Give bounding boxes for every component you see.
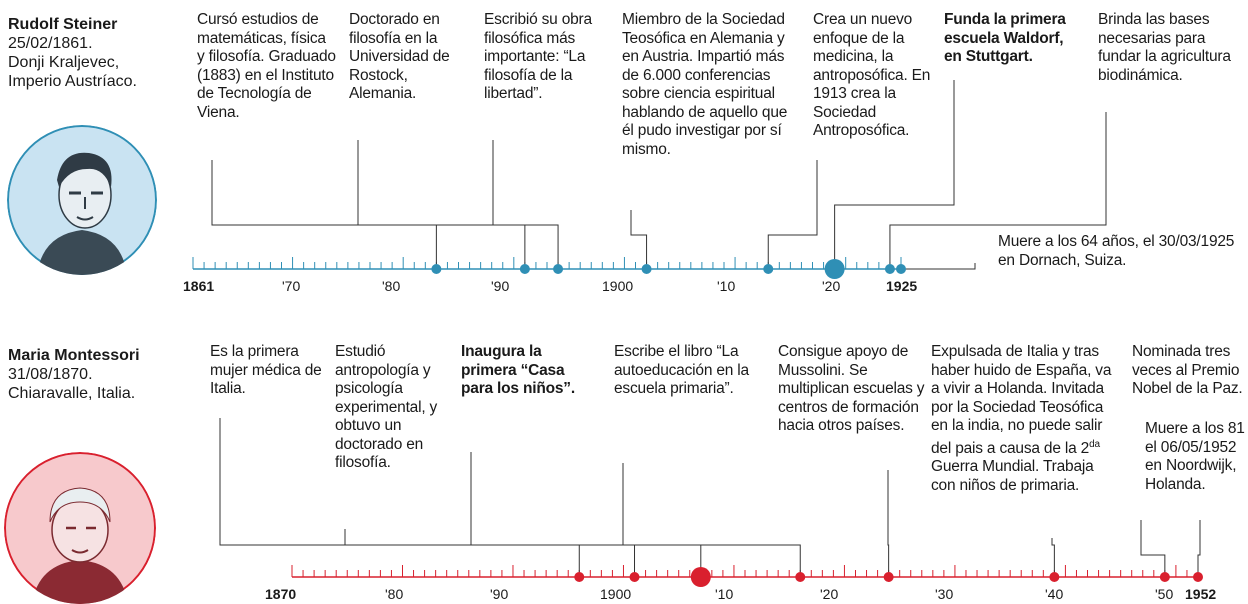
montessori-event-dot xyxy=(690,567,711,587)
montessori-event-7: Nominada tres veces al Premio Nobel de l… xyxy=(1132,343,1243,397)
woman-portrait-icon xyxy=(4,452,156,604)
steiner-leader-line xyxy=(889,112,1107,269)
montessori-event-dot xyxy=(1193,572,1203,582)
steiner-leader-line xyxy=(834,80,955,269)
steiner-event-dot xyxy=(641,264,652,274)
montessori-axis-label: '20 xyxy=(820,586,839,602)
montessori-leader-line xyxy=(887,470,890,577)
steiner-event-3: Escribió su obra filosófica más importan… xyxy=(484,11,592,102)
montessori-birthdate: 31/08/1870. xyxy=(8,366,93,383)
montessori-axis-label: '10 xyxy=(715,586,734,602)
montessori-event-dot xyxy=(574,572,585,582)
montessori-leader-line xyxy=(1051,538,1055,577)
montessori-axis-label: '30 xyxy=(935,586,954,602)
montessori-event-dot xyxy=(795,572,806,582)
montessori-event-dot xyxy=(629,572,640,582)
steiner-event-dot xyxy=(884,264,895,274)
steiner-birthdate: 25/02/1861. xyxy=(8,35,93,52)
montessori-event-6-text2: Guerra Mundial. Trabaja con niños de pri… xyxy=(931,458,1094,494)
montessori-event-dot xyxy=(1049,572,1060,582)
montessori-event-5: Consigue apoyo de Mussolini. Se multipli… xyxy=(778,343,925,434)
montessori-event-6-sup: da xyxy=(1089,438,1100,450)
steiner-event-7: Brinda las bases necesarias para fundar … xyxy=(1098,11,1231,84)
montessori-event-8: Muere a los 81 el 06/05/1952 en Noordwij… xyxy=(1145,420,1245,493)
steiner-leader-line xyxy=(357,140,526,269)
steiner-event-dot xyxy=(824,259,845,279)
steiner-event-dot xyxy=(763,264,774,274)
man-portrait-icon xyxy=(7,125,157,275)
montessori-axis-label: '90 xyxy=(490,586,509,602)
steiner-event-6: Funda la primera escuela Waldorf, en Stu… xyxy=(944,11,1066,65)
steiner-birthplace-1: Donji Kraljevec, xyxy=(8,54,120,71)
steiner-axis-label: '90 xyxy=(491,278,510,294)
montessori-leader-line xyxy=(1140,520,1166,577)
montessori-event-1: Es la primera mujer médica de Italia. xyxy=(210,343,322,397)
steiner-event-2: Doctorado en filosofía en la Universidad… xyxy=(349,11,450,102)
steiner-axis-label: 1861 xyxy=(183,278,215,294)
steiner-event-5: Crea un nuevo enfoque de la medicina, la… xyxy=(813,11,931,139)
steiner-event-dot xyxy=(431,264,442,274)
montessori-event-3: Inaugura la primera “Casa para los niños… xyxy=(461,343,575,397)
montessori-event-6: Expulsada de Italia y tras haber huido d… xyxy=(931,343,1121,495)
steiner-death: Muere a los 64 años, el 30/03/1925 en Do… xyxy=(998,233,1235,269)
steiner-death-connector xyxy=(901,263,976,270)
steiner-leader-line xyxy=(492,140,559,269)
steiner-event-dot xyxy=(519,264,530,274)
montessori-event-6-ordinal: 2 xyxy=(1080,439,1090,457)
steiner-axis-label: '80 xyxy=(382,278,401,294)
steiner-leader-line xyxy=(211,160,437,269)
steiner-axis-label: '20 xyxy=(822,278,841,294)
steiner-name: Rudolf Steiner xyxy=(8,16,118,33)
steiner-bio: Rudolf Steiner 25/02/1861. Donji Kraljev… xyxy=(8,15,137,91)
montessori-birthplace: Chiaravalle, Italia. xyxy=(8,385,136,402)
steiner-leader-line xyxy=(767,160,818,269)
steiner-leader-line xyxy=(630,210,648,269)
montessori-leader-line xyxy=(470,452,702,577)
montessori-axis-label: '50 xyxy=(1155,586,1174,602)
montessori-leader-line xyxy=(1197,520,1201,577)
steiner-axis-label: '70 xyxy=(282,278,301,294)
montessori-event-4: Escribe el libro “La autoeducación en la… xyxy=(614,343,749,397)
steiner-death-dot xyxy=(896,264,906,274)
steiner-axis-label: '10 xyxy=(717,278,736,294)
montessori-axis-label: '80 xyxy=(385,586,404,602)
montessori-event-dot xyxy=(1159,572,1170,582)
steiner-event-dot xyxy=(553,264,564,274)
steiner-event-4: Miembro de la Sociedad Teosófica en Alem… xyxy=(622,11,788,158)
montessori-axis-label: 1900 xyxy=(600,586,632,602)
montessori-name: Maria Montessori xyxy=(8,347,140,364)
steiner-event-1: Cursó estudios de matemáticas, física y … xyxy=(197,11,336,121)
montessori-bio: Maria Montessori 31/08/1870. Chiaravalle… xyxy=(8,346,140,403)
montessori-leader-line xyxy=(622,463,801,577)
steiner-birthplace-2: Imperio Austríaco. xyxy=(8,73,137,90)
montessori-event-dot xyxy=(883,572,894,582)
montessori-leader-line xyxy=(219,418,580,577)
montessori-event-6-text: Expulsada de Italia y tras haber huido d… xyxy=(931,343,1112,457)
montessori-axis-label: '40 xyxy=(1045,586,1064,602)
steiner-axis-label: 1900 xyxy=(602,278,634,294)
montessori-leader-line xyxy=(344,529,636,577)
montessori-axis-label: 1870 xyxy=(265,586,297,602)
montessori-axis-label: 1952 xyxy=(1185,586,1217,602)
montessori-event-2: Estudió antropología y psicología experi… xyxy=(335,343,438,471)
steiner-axis-label: 1925 xyxy=(886,278,918,294)
